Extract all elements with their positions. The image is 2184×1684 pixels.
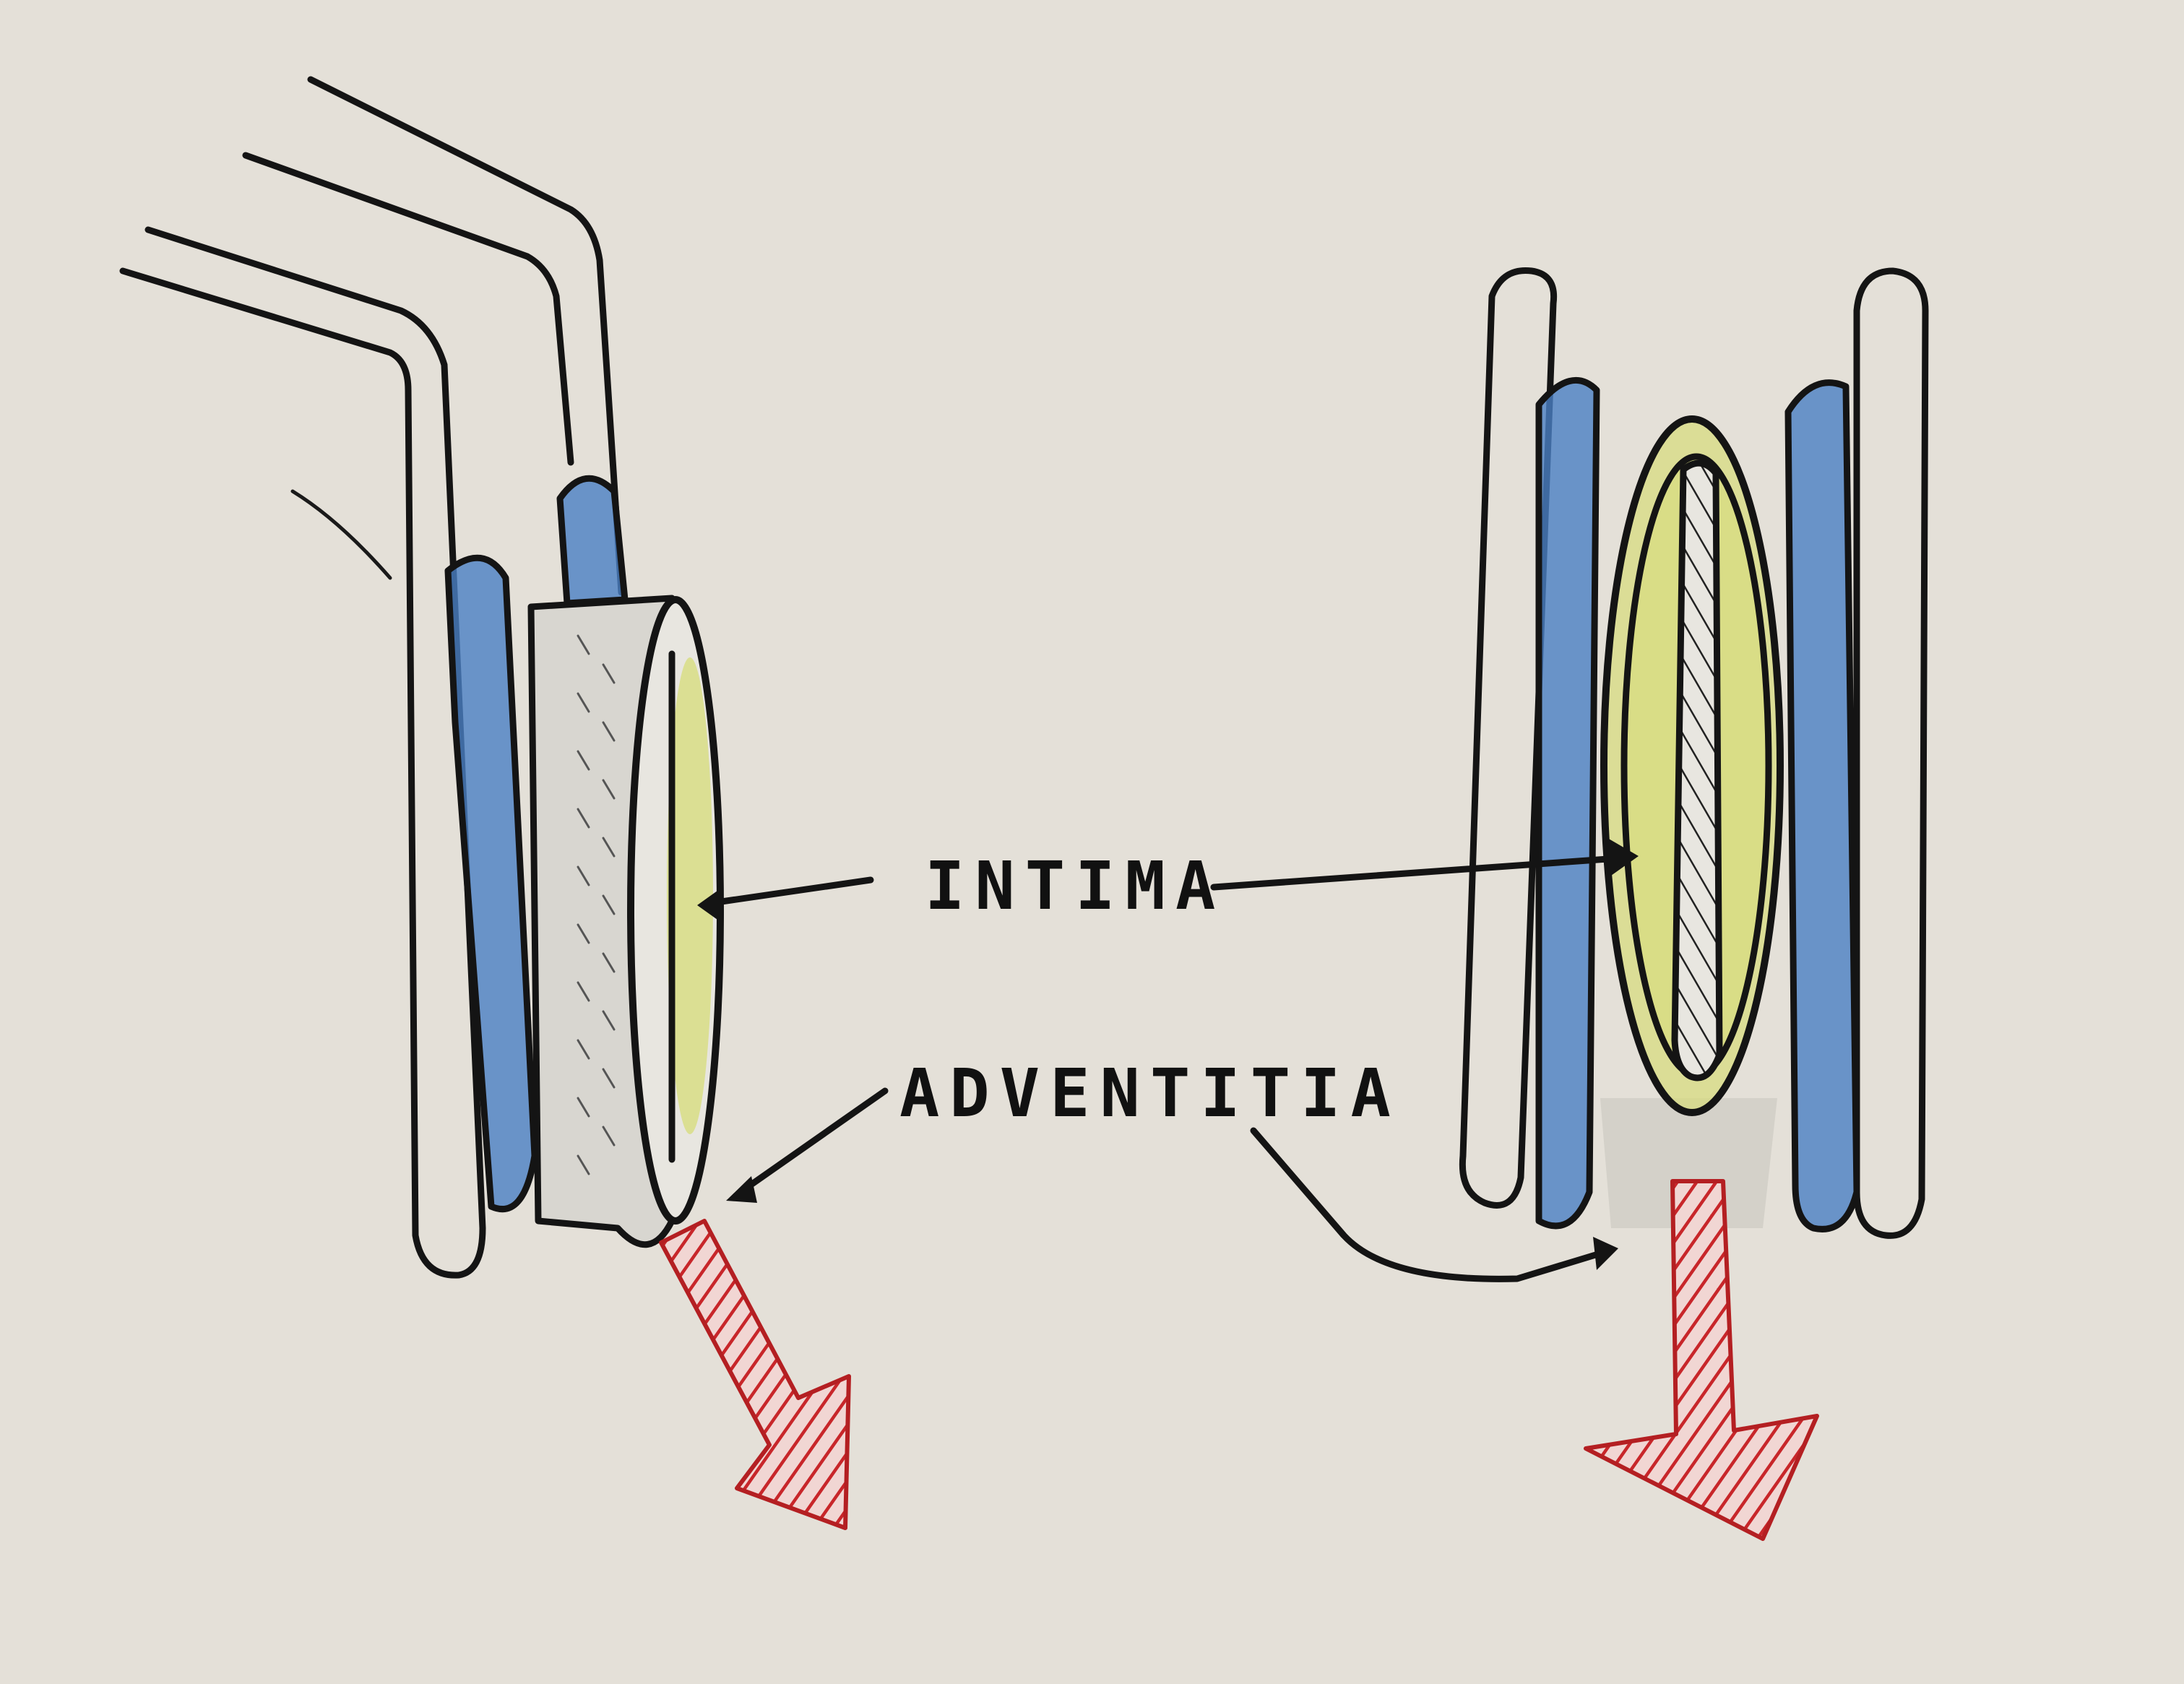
left-cylinder-shading bbox=[577, 634, 616, 1175]
adventitia-label: ADVENTITIA bbox=[899, 1055, 1401, 1132]
right-outer-wall-right bbox=[1853, 267, 1929, 1239]
left-outer-wall-strand-1 bbox=[119, 226, 486, 1279]
intima-annotation: INTIMA bbox=[697, 838, 1639, 925]
adventitia-arrowhead-right bbox=[1593, 1237, 1618, 1270]
adventitia-arrowhead-left bbox=[726, 1176, 757, 1203]
intima-leader-right bbox=[1210, 855, 1622, 891]
left-wall-sketch-line bbox=[290, 489, 392, 580]
intima-leader-left bbox=[708, 876, 874, 907]
right-media-band-right bbox=[1784, 379, 1860, 1232]
intima-arrowhead-right bbox=[1607, 838, 1639, 876]
adventitia-leader-right bbox=[1250, 1127, 1604, 1282]
left-outer-wall-strand-3 bbox=[307, 76, 625, 596]
left-media-band-upper bbox=[556, 475, 629, 607]
right-media-band-left bbox=[1535, 376, 1600, 1230]
right-red-arrow bbox=[1584, 1179, 1819, 1541]
left-red-arrow bbox=[659, 1219, 851, 1530]
right-vessel-figure bbox=[1459, 267, 1929, 1541]
adventitia-annotation: ADVENTITIA bbox=[726, 1055, 1618, 1282]
adventitia-leader-left bbox=[737, 1087, 889, 1196]
right-lumen bbox=[1671, 459, 1723, 1081]
right-outer-wall-left bbox=[1459, 267, 1558, 1209]
intima-label: INTIMA bbox=[925, 847, 1225, 925]
left-media-band-left bbox=[444, 554, 538, 1213]
left-vessel-figure bbox=[119, 76, 851, 1530]
left-intima-yellow bbox=[667, 657, 713, 1134]
right-adventitia-shading bbox=[1600, 1098, 1777, 1228]
left-outer-wall-strand-2 bbox=[242, 152, 574, 466]
intima-arrowhead-left bbox=[697, 887, 722, 923]
